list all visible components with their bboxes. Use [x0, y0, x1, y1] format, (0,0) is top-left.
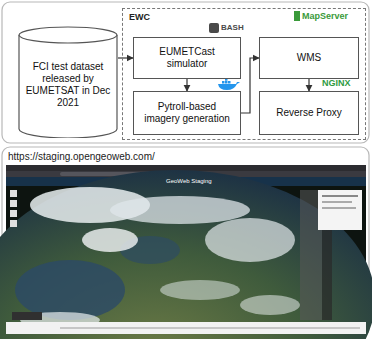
flow-arrow [241, 58, 259, 113]
bash-icon [209, 23, 219, 33]
node-label: WMS [297, 52, 321, 64]
process-box: Pytroll-based imagery generation [133, 91, 241, 135]
docker-logo [218, 78, 240, 90]
url-text: https://staging.opengeoweb.com/ [8, 151, 155, 162]
node-label: Pytroll-based imagery generation [139, 101, 235, 125]
geoweb-screenshot [0, 165, 372, 339]
logo-text: NGINX [322, 79, 351, 89]
flow-arrow [186, 79, 187, 91]
node-label: EUMETCast simulator [139, 46, 235, 70]
flow-arrow [118, 57, 133, 58]
app-title: GeoWeb Staging [166, 178, 212, 185]
group-box: EWCEUMETCast simulatorPytroll-based imag… [122, 8, 366, 140]
process-box: Reverse Proxy [259, 91, 359, 135]
data-store: FCI test dataset released by EUMETSAT in… [18, 26, 118, 138]
process-box: WMS [259, 37, 359, 79]
node-label: FCI test dataset released by EUMETSAT in… [24, 61, 112, 109]
logo-text: MapServer [302, 12, 348, 22]
logo-text: BASH [221, 24, 244, 33]
mapserver-icon [294, 11, 300, 21]
process-box: EUMETCast simulator [133, 37, 241, 79]
node-label: Reverse Proxy [276, 107, 342, 119]
top-panel [2, 2, 369, 143]
flow-arrow [308, 79, 309, 91]
